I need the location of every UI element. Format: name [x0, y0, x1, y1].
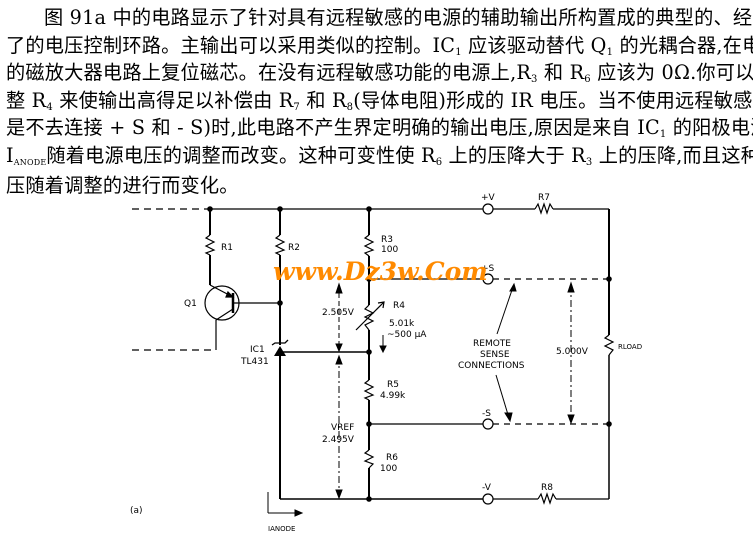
- label-r7: R7: [538, 193, 550, 203]
- text-line-7: 压随着调整的进行而变化。: [6, 172, 750, 200]
- text-run: 图 91a 中的电路显示了针对具有远程敏感的电源的辅助输出所构置成的典型的、经简…: [44, 6, 753, 29]
- label-remote: REMOTE: [473, 339, 511, 349]
- resistor-r3-icon: [363, 234, 375, 257]
- resistor-r6-icon: [363, 449, 375, 469]
- transistor-q1-icon: [204, 284, 240, 321]
- resistor-r1-icon: [204, 234, 216, 256]
- text-run: 整 R: [6, 88, 47, 112]
- label-minus-s: -S: [482, 409, 491, 419]
- label-r4-value: 5.01k: [389, 319, 415, 329]
- label-r5-value: 4.99k: [380, 391, 406, 401]
- label-r8: R8: [541, 483, 553, 493]
- label-i-anode: IANODE: [268, 525, 295, 533]
- text-run: 的磁放大器电路上复位磁芯。在没有远程敏感功能的电源上,R: [6, 61, 532, 85]
- text-run: 和 R: [537, 61, 585, 85]
- shunt-regulator-ic1-icon: [271, 339, 289, 356]
- resistor-r2-icon: [274, 234, 286, 256]
- figure-label: (a): [130, 506, 143, 516]
- potentiometer-arrow-icon: [355, 301, 385, 331]
- subscript: 6: [584, 74, 591, 86]
- label-plus-s: +S: [481, 264, 495, 274]
- label-r6-value: 100: [380, 464, 397, 474]
- resistor-r4-icon: [363, 304, 375, 331]
- label-r1: R1: [221, 243, 233, 253]
- terminals: [482, 203, 494, 505]
- label-minus-v: -V: [482, 483, 492, 493]
- label-ic1-part: TL431: [240, 357, 269, 367]
- label-r4-voltage: 2.505V: [322, 308, 355, 318]
- terminal-plus-s-icon: [482, 273, 494, 285]
- label-r3: R3: [381, 235, 393, 245]
- subscript: ANODE: [13, 157, 47, 167]
- label-r2: R2: [288, 243, 300, 253]
- text-run: 上的压降,而且这种电: [598, 143, 753, 167]
- label-r3-value: 100: [381, 245, 398, 255]
- label-sense: SENSE: [480, 350, 510, 360]
- text-line-3: 的磁放大器电路上复位磁芯。在没有远程敏感功能的电源上,R3 和 R6 应该为 0…: [6, 59, 753, 87]
- text-run: 随着电源电压的调整而改变。这种可变性使 R: [46, 143, 436, 167]
- label-r4-current: ~500 µA: [387, 330, 427, 340]
- voltage-arrows: [267, 281, 575, 517]
- wires: [132, 208, 610, 500]
- label-vref-value: 2.495V: [322, 435, 355, 445]
- resistor-r8-icon: [537, 492, 557, 505]
- subscript: 1: [606, 46, 614, 58]
- text-run: (导体电阻)形成的 IR 电压。当不使用远程敏感(也就: [353, 88, 753, 112]
- subscript: 6: [435, 156, 443, 168]
- text-run: 来使输出高得足以补偿由 R: [52, 88, 294, 112]
- terminal-plus-v-icon: [482, 203, 494, 215]
- text-run: 的光耦合器,在电源: [619, 33, 753, 57]
- terminal-minus-s-icon: [482, 418, 494, 430]
- subscript: 8: [346, 101, 354, 113]
- text-run: I: [6, 143, 14, 167]
- subscript: 3: [531, 74, 538, 86]
- text-run: 上的压降大于 R: [442, 143, 586, 167]
- label-r6: R6: [386, 453, 398, 463]
- label-rload: RLOAD: [618, 343, 642, 351]
- subscript: 7: [293, 101, 300, 113]
- text-run: 应该为 0Ω.你可以调: [597, 61, 753, 85]
- resistor-rload-icon: [603, 334, 615, 356]
- resistor-r7-icon: [534, 202, 554, 215]
- resistor-r5-icon: [363, 379, 375, 401]
- text-line-1: 图 91a 中的电路显示了针对具有远程敏感的电源的辅助输出所构置成的典型的、经简…: [6, 4, 753, 32]
- subscript: 4: [46, 101, 53, 113]
- text-run: 了的电压控制环路。主输出可以采用类似的控制。IC: [6, 33, 456, 57]
- text-line-6: IANODE随着电源电压的调整而改变。这种可变性使 R6 上的压降大于 R3 上…: [6, 142, 753, 170]
- label-r5: R5: [387, 380, 399, 390]
- text-line-5: 是不去连接 + S 和 - S)时,此电路不产生界定明确的输出电压,原因是来自 …: [6, 114, 753, 142]
- text-run: 和 R: [299, 88, 347, 112]
- subscript: 1: [455, 46, 462, 58]
- text-run: 应该驱动替代 Q: [461, 33, 607, 57]
- label-plus-v: +V: [481, 193, 496, 203]
- subscript: 3: [585, 156, 593, 168]
- terminal-minus-v-icon: [482, 493, 494, 505]
- label-vref: VREF: [331, 423, 354, 433]
- text-line-4: 整 R4 来使输出高得足以补偿由 R7 和 R8(导体电阻)形成的 IR 电压。…: [6, 87, 753, 115]
- text-run: 是不去连接 + S 和 - S)时,此电路不产生界定明确的输出电压,原因是来自 …: [6, 116, 660, 140]
- resistors: [204, 202, 615, 505]
- paragraph-text: 图 91a 中的电路显示了针对具有远程敏感的电源的辅助输出所构置成的典型的、经简…: [6, 4, 753, 200]
- label-q1: Q1: [184, 299, 197, 309]
- label-ic1: IC1: [250, 345, 265, 355]
- junction-dots: [207, 206, 612, 502]
- text-line-2: 了的电压控制环路。主输出可以采用类似的控制。IC1 应该驱动替代 Q1 的光耦合…: [6, 32, 753, 60]
- label-r4: R4: [393, 301, 405, 311]
- label-output-voltage: 5.000V: [556, 347, 589, 357]
- text-run: 的阳极电流: [672, 116, 753, 140]
- label-connections: CONNECTIONS: [458, 361, 525, 371]
- text-run: 压随着调整的进行而变化。: [6, 173, 239, 197]
- subscript: 1: [659, 129, 667, 141]
- watermark: www.Dz3w.Com: [273, 257, 488, 286]
